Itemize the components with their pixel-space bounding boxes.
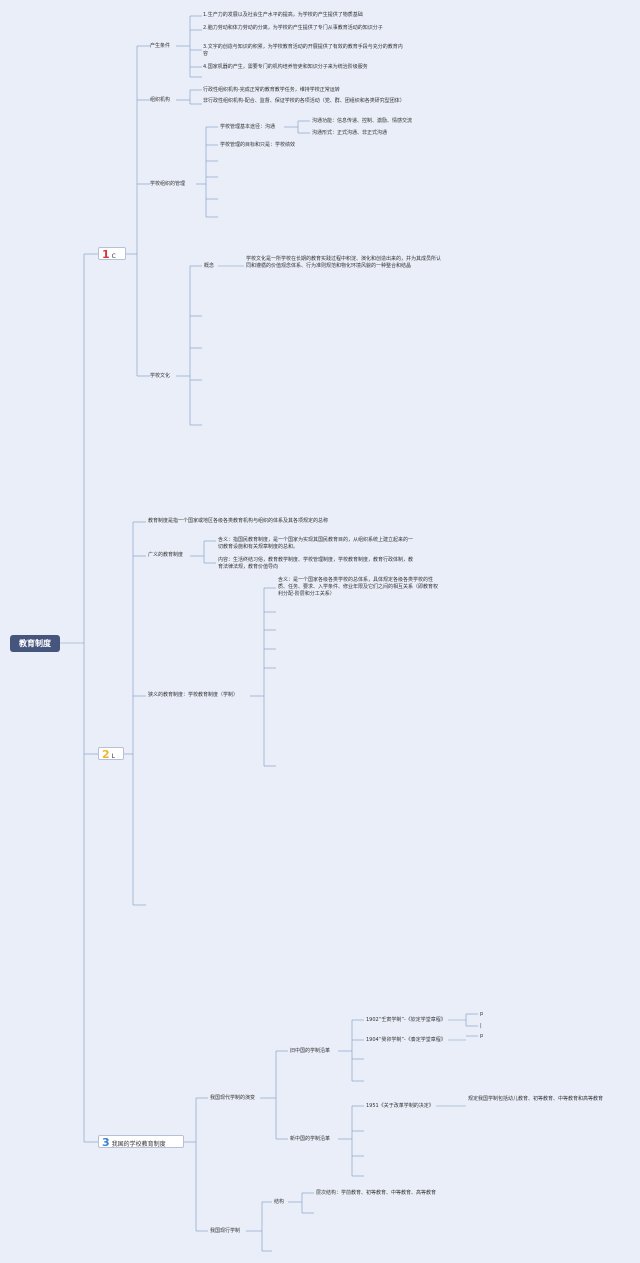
culture-definition: 学校文化是一所学校在长期的教育实践过程中积淀、演化和创造出来的，并为其成员所认同… [246,256,442,269]
new-china-node[interactable]: 新中国的学制沿革 [290,1136,331,1142]
renyin-system: 1902“壬寅学制”-《钦定学堂章程》 [366,1017,446,1023]
mgmt-basic-route: 学校管理基本途径：沟通 [220,124,276,130]
edu-system-definition: 教育制度是指一个国家或地区各级各类教育机构与组织的体系及其各项规定的总称 [148,518,329,524]
narrow-system-node[interactable]: 狭义的教育制度：学校教育制度（学制） [148,692,239,698]
produce-item-2: 2.脑力劳动和体力劳动的分离，为学校的产生提供了专门从事教育活动的知识分子 [203,25,383,31]
reform-1951-stages: 规定我国学制包括幼儿教育、初等教育、中等教育和高等教育 [468,1096,604,1102]
branch-1-label: C [111,253,116,260]
broad-content: 内容：生活终结习俗，教育教学制度、学校管理制度，学校教育制度，教育行政体制，教育… [218,557,414,570]
broad-meaning: 含义：指国民教育制度，是一个国家为实现其国民教育目的，从组织系统上建立起来的一切… [218,537,414,550]
narrow-meaning: 含义：是一个国家各级各类学校的总体系，具体规定各级各类学校的性质、任务、要求、入… [278,577,439,597]
produce-item-4: 4.国家机器的产生，需要专门的机构培养管吏和知识分子来为统治阶级服务 [203,64,368,70]
mgmt-comm-function: 沟通功能：信息传递、控制、激励、情感交流 [312,118,413,124]
guimao-sub-p: p [480,1033,484,1039]
evolution-node[interactable]: 我国现代学制的演变 [210,1095,256,1101]
org-item-2: 非行政性组织机构-配合、监督、保证学校的各项活动（党、群、团组织和各类研究型团体… [203,98,405,104]
branch-2-label: L [111,753,115,760]
school-management-node[interactable]: 学校组织的管理 [150,181,186,187]
root-node[interactable]: 教育制度 [10,635,60,652]
culture-concept-node[interactable]: 概念 [204,263,215,269]
old-china-node[interactable]: 旧中国的学制沿革 [290,1048,331,1054]
branch-2-number: 2 [102,748,110,761]
level-structure: 层次结构：学前教育、初等教育、中等教育、高等教育 [316,1190,437,1196]
mgmt-comm-form: 沟通形式：正式沟通、非正式沟通 [312,130,388,136]
school-culture-node[interactable]: 学校文化 [150,373,171,379]
renyin-sub-p: p [480,1011,484,1017]
broad-system-node[interactable]: 广义的教育制度 [148,552,184,558]
branch-3-label: 我国的学校教育制度 [111,1141,166,1148]
renyin-sub-pipe: | [480,1023,482,1029]
org-structure-node[interactable]: 组织机构 [150,97,171,103]
org-item-1: 行政性组织机构-完成正常的教育教学任务，维持学校正常运转 [203,87,340,93]
structure-node[interactable]: 结构 [274,1199,285,1205]
guimao-system: 1904“癸卯学制”-《奏定学堂章程》 [366,1037,446,1043]
reform-1951: 1951《关于改革学制的决定》 [366,1103,434,1109]
branch-1-number: 1 [102,248,110,261]
produce-item-3: 3.文字的创造与知识的积累，为学校教育活动的开展提供了有效的教育手段与充分的教育… [203,44,403,57]
branch-3-number: 3 [102,1136,110,1149]
mgmt-goal: 学校管理的目标和只是：学校绩效 [220,142,296,148]
produce-conditions-node[interactable]: 产生条件 [150,43,171,49]
produce-item-1: 1.生产力的发展以及社会生产水平的提高，为学校的产生提供了物质基础 [203,12,363,18]
current-system-node[interactable]: 我国现行学制 [210,1228,241,1234]
